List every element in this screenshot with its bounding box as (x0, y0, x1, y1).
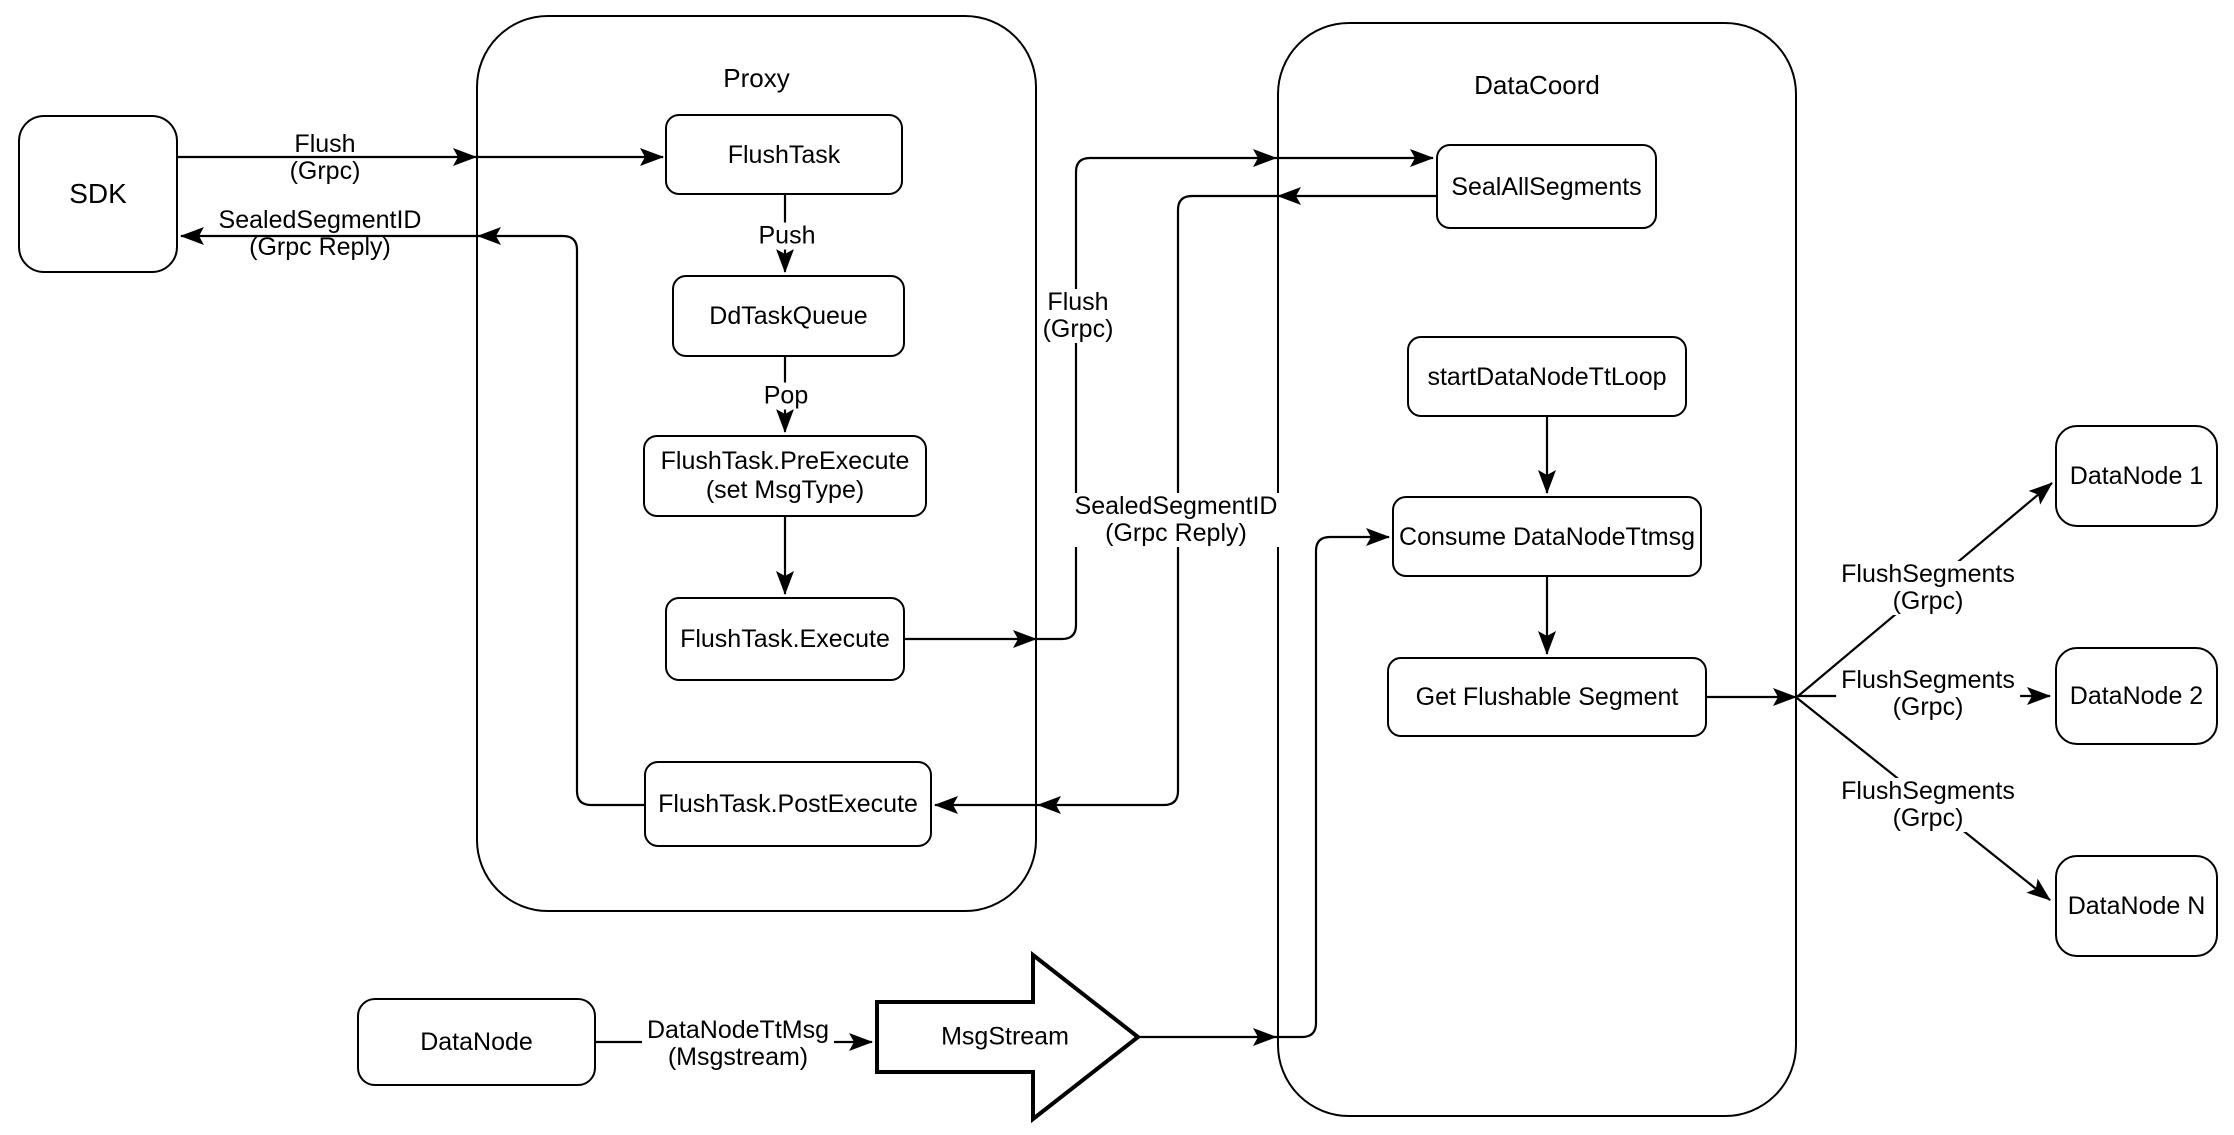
edge-label-sealedsegmentid-sdk: SealedSegmentID (Grpc Reply) (218, 206, 422, 261)
edge-execute-to-sealallsegments (905, 149, 1434, 641)
node-flushtask-execute: FlushTask.Execute (665, 597, 905, 681)
edge-msgstream-to-consume (1138, 528, 1390, 1039)
edge-label-flush-grpc-datacoord: Flush (Grpc) (1037, 289, 1119, 343)
node-ddtaskqueue: DdTaskQueue (672, 275, 905, 357)
node-get-flushable-segment: Get Flushable Segment (1387, 657, 1707, 737)
node-datanode-n: DataNode N (2055, 855, 2218, 957)
datacoord-container (1277, 22, 1797, 1117)
node-datanode-1: DataNode 1 (2055, 425, 2218, 527)
mid-arrow-proxy-right-in (1037, 796, 1061, 814)
node-flushtask-postexecute: FlushTask.PostExecute (644, 761, 932, 847)
mid-arrow-proxy-left-out (477, 227, 501, 245)
node-datanode-source: DataNode (357, 998, 596, 1086)
node-flushtask-preexecute: FlushTask.PreExecute (set MsgType) (643, 435, 927, 517)
datacoord-container-title: DataCoord (1474, 70, 1600, 100)
proxy-container (476, 15, 1037, 912)
edge-label-sealedsegmentid-reply: SealedSegmentID (Grpc Reply) (1069, 493, 1283, 547)
msgstream-arrow-shape (875, 950, 1142, 1124)
edge-postexecute-to-sdk (180, 227, 644, 807)
mid-arrow-datacoord-msgstream-in (1253, 1028, 1277, 1046)
edge-label-flushsegments-2: FlushSegments (Grpc) (1836, 667, 2020, 721)
mid-arrow-proxy-right-out (1013, 630, 1037, 648)
node-sealallsegments: SealAllSegments (1436, 144, 1657, 229)
edge-label-push: Push (753, 222, 821, 250)
node-consume-datanodettmsg: Consume DataNodeTtmsg (1392, 496, 1702, 577)
edge-label-flushsegments-3: FlushSegments (Grpc) (1836, 778, 2020, 832)
msgstream-label: MsgStream (941, 1022, 1069, 1051)
edge-label-flushsegments-1: FlushSegments (Grpc) (1836, 561, 2020, 615)
edge-label-datanodettmsg: DataNodeTtMsg (Msgstream) (641, 1017, 835, 1071)
mid-arrow-datacoord-left-out (1277, 187, 1301, 205)
node-sdk: SDK (18, 115, 178, 273)
proxy-container-title: Proxy (723, 63, 790, 93)
node-datanode-2: DataNode 2 (2055, 647, 2218, 745)
node-startdatanodettloop: startDataNodeTtLoop (1407, 336, 1687, 417)
mid-arrow-proxy-left-in (453, 148, 477, 166)
mid-arrow-datacoord-left-in (1253, 149, 1277, 167)
edge-label-pop: Pop (758, 382, 814, 410)
node-flushtask: FlushTask (665, 114, 903, 195)
edge-label-flush-grpc-sdk: Flush (Grpc) (289, 130, 361, 185)
